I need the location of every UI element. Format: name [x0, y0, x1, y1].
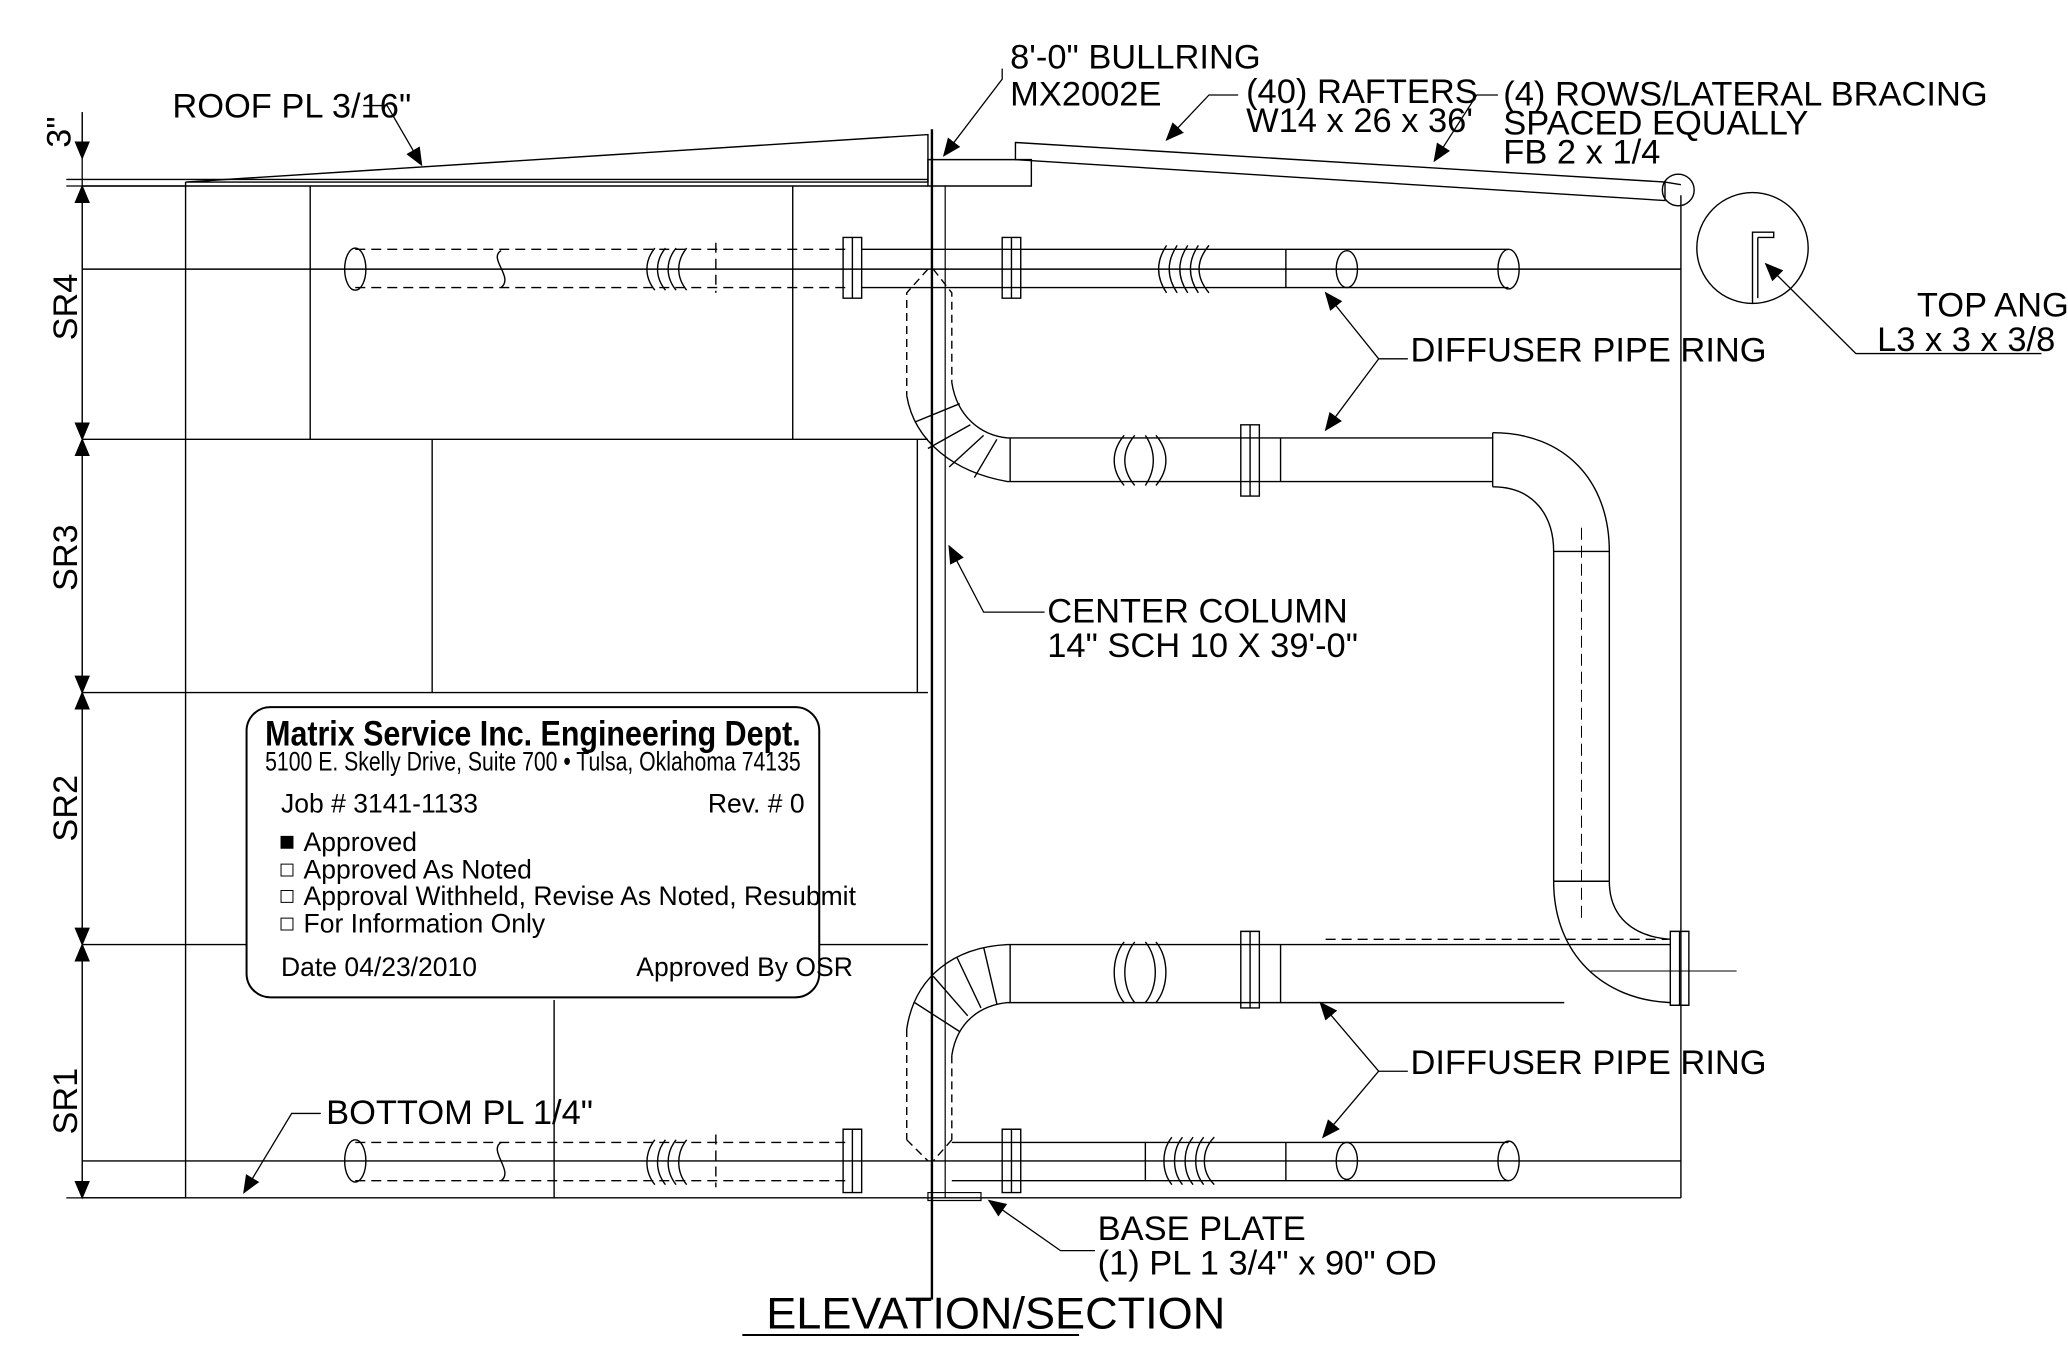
- checkbox-approval-withheld: [281, 890, 293, 902]
- stamp-address: 5100 E. Skelly Drive, Suite 700 • Tulsa,…: [265, 746, 801, 776]
- bullring-label-1: 8'-0" BULLRING: [1010, 39, 1261, 77]
- callout-labels: ROOF PL 3/16" 8'-0" BULLRING MX2002E (40…: [172, 39, 2068, 1283]
- top-angle-detail: [1662, 174, 1808, 303]
- stamp-company: Matrix Service Inc. Engineering Dept.: [265, 713, 801, 753]
- dim-sr3: SR3: [47, 524, 85, 591]
- bullring-label-2: MX2002E: [1010, 76, 1161, 114]
- stamp-date: Date 04/23/2010: [281, 952, 477, 982]
- option-approval-withheld: Approval Withheld, Revise As Noted, Resu…: [304, 881, 857, 911]
- base-plate-label-2: (1) PL 1 3/4" x 90" OD: [1098, 1244, 1437, 1282]
- bracing-label-3: FB 2 x 1/4: [1503, 134, 1660, 172]
- dim-sr1: SR1: [47, 1068, 85, 1135]
- center-column-label-2: 14" SCH 10 X 39'-0": [1047, 627, 1358, 665]
- rafters-label-1: (40) RAFTERS: [1246, 73, 1478, 111]
- bracing-label-2: SPACED EQUALLY: [1503, 105, 1808, 143]
- bottom-label: BOTTOM PL 1/4": [326, 1094, 593, 1132]
- checkbox-approved-as-noted: [281, 864, 293, 876]
- option-approved-as-noted: Approved As Noted: [304, 855, 532, 885]
- diffuser-upper-label: DIFFUSER PIPE RING: [1410, 332, 1766, 370]
- dim-sr4: SR4: [47, 274, 85, 341]
- diffuser-pipes: [345, 237, 1737, 1192]
- drawing-title: ELEVATION/SECTION: [742, 1288, 1225, 1339]
- approval-stamp: Matrix Service Inc. Engineering Dept. 51…: [247, 707, 857, 997]
- diffuser-lower-label: DIFFUSER PIPE RING: [1410, 1044, 1766, 1082]
- checkbox-approved: [281, 836, 293, 848]
- bracing-label-1: (4) ROWS/LATERAL BRACING: [1503, 76, 1987, 114]
- center-column-label-1: CENTER COLUMN: [1047, 593, 1348, 631]
- title-text: ELEVATION/SECTION: [766, 1288, 1225, 1339]
- option-approved: Approved: [304, 827, 417, 857]
- roof-label: ROOF PL 3/16": [172, 87, 411, 125]
- rafters-label-2: W14 x 26 x 36': [1246, 102, 1473, 140]
- top-angle-label-2: L3 x 3 x 3/8: [1877, 321, 2055, 359]
- dimension-lines: [66, 112, 185, 1200]
- leader-lines: [243, 69, 2042, 1251]
- base-plate-label-1: BASE PLATE: [1098, 1210, 1306, 1248]
- option-for-information: For Information Only: [304, 909, 546, 939]
- stamp-rev: Rev. # 0: [708, 789, 805, 819]
- checkbox-for-information: [281, 918, 293, 930]
- dim-sr2: SR2: [47, 775, 85, 842]
- stamp-approved-by: Approved By OSR: [636, 952, 853, 982]
- dim-top: 3": [40, 117, 78, 148]
- top-angle-label-1: TOP ANGLE: [1917, 287, 2068, 325]
- stamp-job: Job # 3141-1133: [281, 789, 478, 819]
- center-column: [928, 129, 981, 1299]
- roof: [186, 135, 1681, 201]
- dimension-labels: 3" SR4 SR3 SR2 SR1: [40, 117, 85, 1135]
